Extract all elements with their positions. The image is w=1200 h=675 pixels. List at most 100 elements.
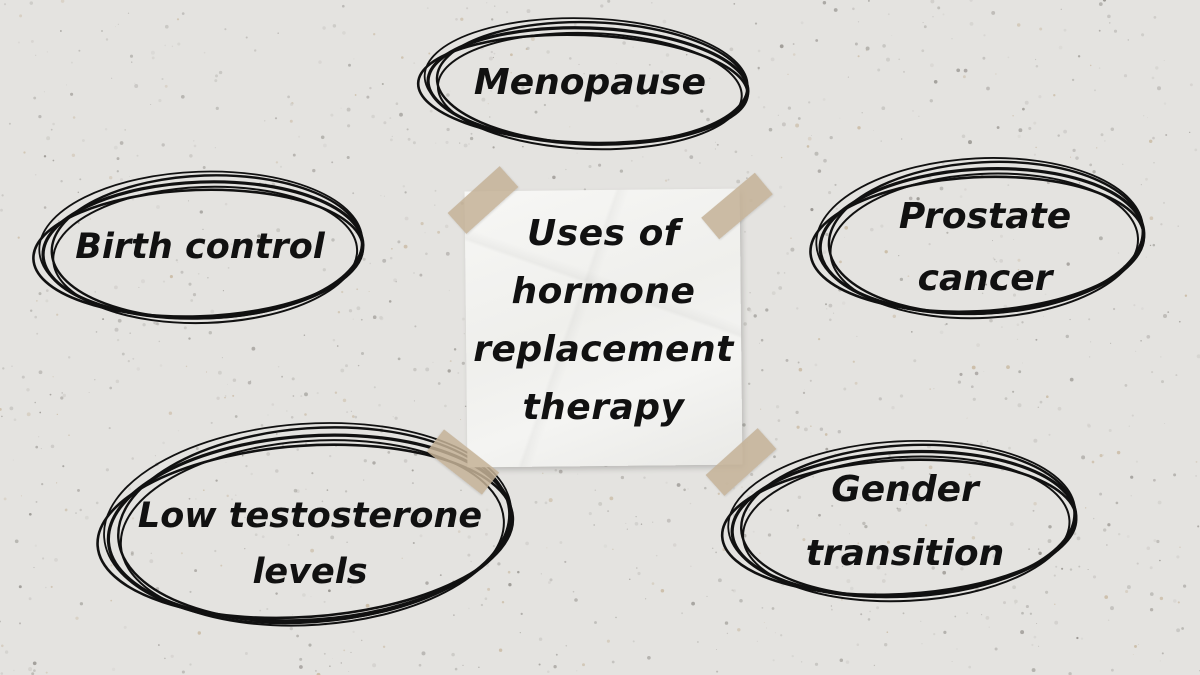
speckle xyxy=(245,465,248,468)
speckle xyxy=(823,158,827,163)
speckle xyxy=(1075,156,1079,160)
speckle xyxy=(391,248,393,250)
use-label: Prostate xyxy=(898,196,1072,237)
speckle xyxy=(77,191,80,194)
speckle xyxy=(188,497,191,500)
speckle xyxy=(1163,314,1167,318)
speckle xyxy=(969,475,972,478)
speckle xyxy=(662,19,667,24)
speckle xyxy=(1162,201,1166,204)
speckle xyxy=(1151,76,1155,80)
speckle xyxy=(480,603,484,607)
speckle xyxy=(467,553,471,557)
speckle xyxy=(350,651,352,653)
speckle xyxy=(691,601,695,606)
speckle xyxy=(993,258,996,261)
speckle xyxy=(346,541,348,543)
speckle xyxy=(150,104,152,105)
speckle xyxy=(123,625,127,629)
speckle xyxy=(921,643,923,645)
speckle xyxy=(770,57,775,62)
speckle xyxy=(331,657,333,659)
speckle xyxy=(548,498,553,503)
speckle xyxy=(356,306,361,311)
speckle xyxy=(819,427,824,431)
speckle xyxy=(568,57,572,60)
speckle xyxy=(1161,652,1164,655)
speckle xyxy=(706,595,708,597)
speckle xyxy=(461,361,465,365)
speckle xyxy=(292,614,294,616)
speckle xyxy=(995,73,997,75)
speckle xyxy=(1022,362,1023,364)
speckle xyxy=(859,496,862,499)
speckle xyxy=(1069,318,1071,321)
speckle xyxy=(469,136,474,141)
speckle xyxy=(276,228,281,233)
speckle xyxy=(538,637,543,641)
speckle xyxy=(445,140,449,144)
speckle xyxy=(161,143,165,147)
speckle xyxy=(1039,27,1043,31)
speckle xyxy=(241,454,244,457)
speckle xyxy=(704,486,707,490)
speckle xyxy=(45,299,49,303)
speckle xyxy=(360,639,363,642)
speckle xyxy=(227,383,229,385)
speckle xyxy=(0,620,1,623)
speckle xyxy=(999,259,1004,263)
speckle xyxy=(1184,294,1188,297)
title-line: hormone xyxy=(511,271,696,312)
speckle xyxy=(724,621,729,625)
speckle xyxy=(181,12,185,15)
speckle xyxy=(797,524,799,527)
speckle xyxy=(4,650,9,654)
scribble-stroke xyxy=(38,170,364,320)
speckle xyxy=(308,643,312,647)
speckle xyxy=(632,640,635,643)
speckle xyxy=(310,548,314,553)
speckle xyxy=(366,95,370,99)
speckle xyxy=(444,404,447,408)
speckle xyxy=(831,608,833,611)
speckle xyxy=(202,166,206,169)
speckle xyxy=(352,192,355,195)
speckle xyxy=(267,414,269,416)
speckle xyxy=(1077,55,1081,58)
speckle xyxy=(1035,146,1037,149)
speckle xyxy=(872,129,874,131)
speckle xyxy=(704,83,707,86)
speckle xyxy=(991,240,994,242)
speckle xyxy=(490,90,492,92)
speckle xyxy=(715,551,717,554)
speckle xyxy=(1018,370,1022,374)
speckle xyxy=(279,165,283,168)
speckle xyxy=(768,127,773,132)
speckle xyxy=(974,521,978,525)
speckle xyxy=(1003,304,1008,309)
speckle xyxy=(933,388,935,390)
speckle xyxy=(52,122,55,126)
speckle xyxy=(266,607,269,611)
speckle xyxy=(286,410,288,412)
speckle xyxy=(1098,2,1103,6)
speckle xyxy=(839,658,844,663)
speckle xyxy=(716,670,719,673)
speckle xyxy=(792,53,796,56)
speckle xyxy=(261,535,265,539)
speckle xyxy=(275,432,278,435)
speckle xyxy=(492,545,495,548)
speckle xyxy=(1127,39,1130,41)
speckle xyxy=(466,7,469,10)
speckle xyxy=(817,337,821,341)
speckle xyxy=(918,115,920,117)
speckle xyxy=(291,377,295,381)
speckle xyxy=(1058,45,1063,50)
speckle xyxy=(798,367,803,372)
speckle xyxy=(1111,668,1114,672)
speckle xyxy=(810,208,814,212)
speckle xyxy=(497,562,501,566)
speckle xyxy=(365,603,370,608)
speckle xyxy=(354,94,357,96)
speckle xyxy=(486,2,488,4)
